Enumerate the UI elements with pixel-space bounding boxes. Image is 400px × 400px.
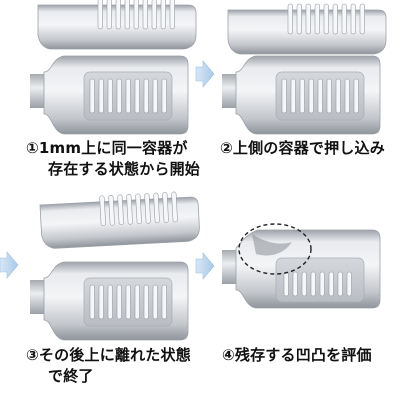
right-arrow-icon bbox=[195, 60, 215, 88]
right-arrow-icon bbox=[195, 252, 215, 280]
step-1-caption: ①1mm上に同一容器が 存在する状態から開始 bbox=[26, 138, 200, 180]
dashed-circle-icon bbox=[238, 223, 312, 275]
step-2-caption-line-1: ②上側の容器で押し込み bbox=[220, 139, 385, 157]
lower-container bbox=[29, 55, 189, 135]
step-4-caption: ④残存する凹凸を評価 bbox=[222, 345, 372, 366]
step-4-caption-line-1: ④残存する凹凸を評価 bbox=[222, 346, 372, 364]
dented-container bbox=[222, 229, 381, 309]
upper-container bbox=[37, 0, 197, 50]
lower-container bbox=[221, 55, 381, 135]
step-3-illustration bbox=[29, 190, 201, 341]
step-4-illustration bbox=[222, 223, 381, 309]
upper-container bbox=[39, 190, 201, 250]
step-1-caption-line-1: ①1mm上に同一容器が bbox=[26, 139, 188, 157]
step-2-illustration bbox=[221, 3, 387, 135]
step-3-caption-line-1: ③その後上に離れた状態 bbox=[26, 346, 191, 364]
step-3-caption-line-2: で終了 bbox=[48, 367, 94, 385]
upper-container bbox=[227, 3, 387, 55]
step-1-caption-line-2: 存在する状態から開始 bbox=[48, 160, 201, 178]
right-arrow-icon bbox=[0, 251, 19, 279]
step-2-caption: ②上側の容器で押し込み bbox=[220, 138, 385, 159]
step-3-caption: ③その後上に離れた状態 で終了 bbox=[26, 345, 191, 387]
step-1-illustration bbox=[29, 0, 197, 135]
lower-container bbox=[29, 261, 189, 341]
